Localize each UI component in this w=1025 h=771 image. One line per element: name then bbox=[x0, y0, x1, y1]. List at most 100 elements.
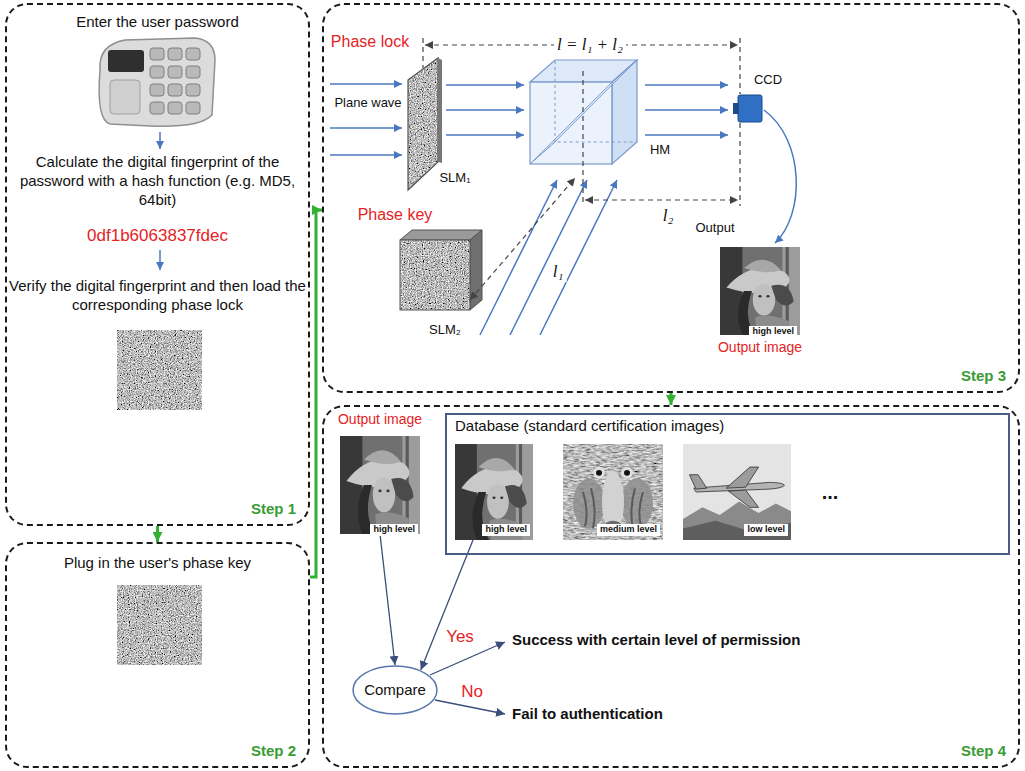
text-slot: Step 4 bbox=[961, 742, 1006, 761]
image-panel: Output imagehigh level bbox=[712, 247, 808, 359]
slm-panel bbox=[405, 55, 442, 195]
text-slot: 0df1b6063837fdec bbox=[7, 225, 308, 246]
image-panel: Output image high level bbox=[336, 411, 424, 534]
text-slot: Compare bbox=[352, 665, 438, 715]
label-slot: CCD bbox=[754, 73, 782, 88]
phase-key-picture bbox=[117, 585, 202, 665]
label-slot: Yes bbox=[446, 627, 474, 647]
decision-label: No bbox=[461, 682, 483, 702]
keypad-picture bbox=[186, 66, 200, 78]
instruction-text: Calculate the digital fingerprint of the… bbox=[9, 153, 306, 209]
label-slot: SLM₁ bbox=[439, 171, 470, 186]
image-title: Output image bbox=[336, 411, 424, 429]
keypad-picture bbox=[168, 102, 182, 114]
flow-connector bbox=[670, 393, 673, 405]
instruction-text: Plug in the user's phase key bbox=[7, 554, 308, 573]
keypad-picture bbox=[186, 102, 200, 114]
keypad-picture bbox=[99, 38, 215, 126]
step-panel: Step 4Output imagehigh levelDatabase (st… bbox=[322, 405, 1020, 768]
plane-wave-arrow bbox=[764, 110, 796, 243]
keypad-picture bbox=[168, 66, 182, 78]
plane-wave-arrow bbox=[330, 154, 402, 156]
slm-panel bbox=[408, 58, 438, 190]
keypad-picture bbox=[150, 66, 164, 78]
distance-marker bbox=[582, 71, 583, 206]
plane-wave-arrow bbox=[480, 180, 557, 335]
text-slot: Step 3 bbox=[961, 367, 1006, 386]
distance-marker bbox=[470, 178, 575, 300]
certification-image bbox=[340, 247, 800, 540]
phase-key-picture bbox=[117, 585, 202, 665]
step-panel: Step 3 Output imagehigh level bbox=[322, 3, 1020, 393]
decision-arrow bbox=[435, 700, 505, 714]
dimension-label: l₂ bbox=[660, 206, 677, 226]
part-name: Phase key bbox=[358, 206, 433, 224]
image-panel: low level bbox=[683, 444, 791, 540]
result-text: Success with certain level of permission bbox=[512, 631, 800, 648]
slm-panel bbox=[400, 240, 470, 310]
keypad-picture bbox=[99, 38, 215, 126]
flow-connector bbox=[310, 210, 322, 577]
plane-wave-arrow bbox=[645, 84, 728, 86]
decision-arrow bbox=[430, 642, 505, 675]
step-label: Step 1 bbox=[251, 500, 296, 519]
ellipsis-mark: ... bbox=[822, 481, 839, 504]
distance-marker bbox=[422, 38, 423, 68]
keypad-picture bbox=[150, 102, 164, 114]
slm-panel bbox=[400, 240, 470, 310]
text-slot: Enter the user password bbox=[7, 13, 308, 32]
label-slot: Success with certain level of permission bbox=[512, 631, 800, 648]
step-label: Step 3 bbox=[961, 367, 1006, 386]
flow-connector bbox=[380, 534, 395, 665]
box-heading: Database (standard certification images) bbox=[455, 417, 724, 436]
ccd-camera bbox=[733, 103, 739, 114]
text-slot: Step 1 bbox=[251, 500, 296, 519]
plane-wave-arrow bbox=[540, 180, 617, 335]
part-name: SLM₁ bbox=[439, 171, 470, 186]
keypad-picture bbox=[186, 48, 200, 60]
flow-connector bbox=[156, 526, 159, 542]
text-slot: low level bbox=[744, 518, 788, 536]
text-slot: Verify the digital fingerprint and then … bbox=[9, 277, 306, 315]
slm-panel bbox=[405, 55, 441, 195]
image-caption: low level bbox=[744, 524, 788, 536]
image-caption: medium level bbox=[597, 524, 660, 536]
text-slot: high level bbox=[370, 518, 418, 536]
plane-wave-arrow bbox=[446, 84, 524, 86]
label-slot: Plane wave bbox=[334, 96, 401, 111]
result-text: Fail to authentication bbox=[512, 705, 663, 722]
distance-marker bbox=[739, 38, 740, 94]
plane-wave-arrow bbox=[510, 180, 587, 335]
keypad-picture bbox=[186, 84, 200, 96]
part-name: Output bbox=[695, 221, 734, 236]
ellipse-outline bbox=[353, 666, 437, 714]
label-slot: ... bbox=[822, 481, 839, 504]
label-slot: l = l₁ + l₂ bbox=[554, 35, 626, 55]
dimension-label: l₁ bbox=[550, 262, 567, 282]
label-slot: No bbox=[461, 682, 483, 702]
label-slot: SLM₂ bbox=[429, 323, 461, 338]
text-slot: high level bbox=[749, 320, 797, 338]
keypad-picture bbox=[168, 48, 182, 60]
compare-label: Compare bbox=[364, 681, 426, 700]
image-caption: high level bbox=[482, 524, 530, 536]
plane-wave-arrow bbox=[645, 109, 728, 111]
text-slot: high level bbox=[482, 518, 530, 536]
step-label: Step 2 bbox=[251, 742, 296, 761]
keypad-picture bbox=[150, 84, 164, 96]
dimension-label: l = l₁ + l₂ bbox=[554, 35, 626, 55]
ccd-camera bbox=[733, 95, 762, 122]
part-name: Plane wave bbox=[334, 96, 401, 111]
distance-marker bbox=[585, 199, 738, 200]
label-slot: l₁ bbox=[550, 262, 567, 282]
label-slot: Phase lock bbox=[331, 33, 409, 51]
text-slot: Plug in the user's phase key bbox=[7, 554, 308, 573]
decision-arrow bbox=[430, 642, 505, 714]
database-box: Database (standard certification images)… bbox=[445, 413, 1010, 555]
label-slot: Phase key bbox=[358, 206, 433, 224]
plane-wave-arrow bbox=[330, 127, 402, 129]
distance-marker bbox=[739, 123, 740, 206]
